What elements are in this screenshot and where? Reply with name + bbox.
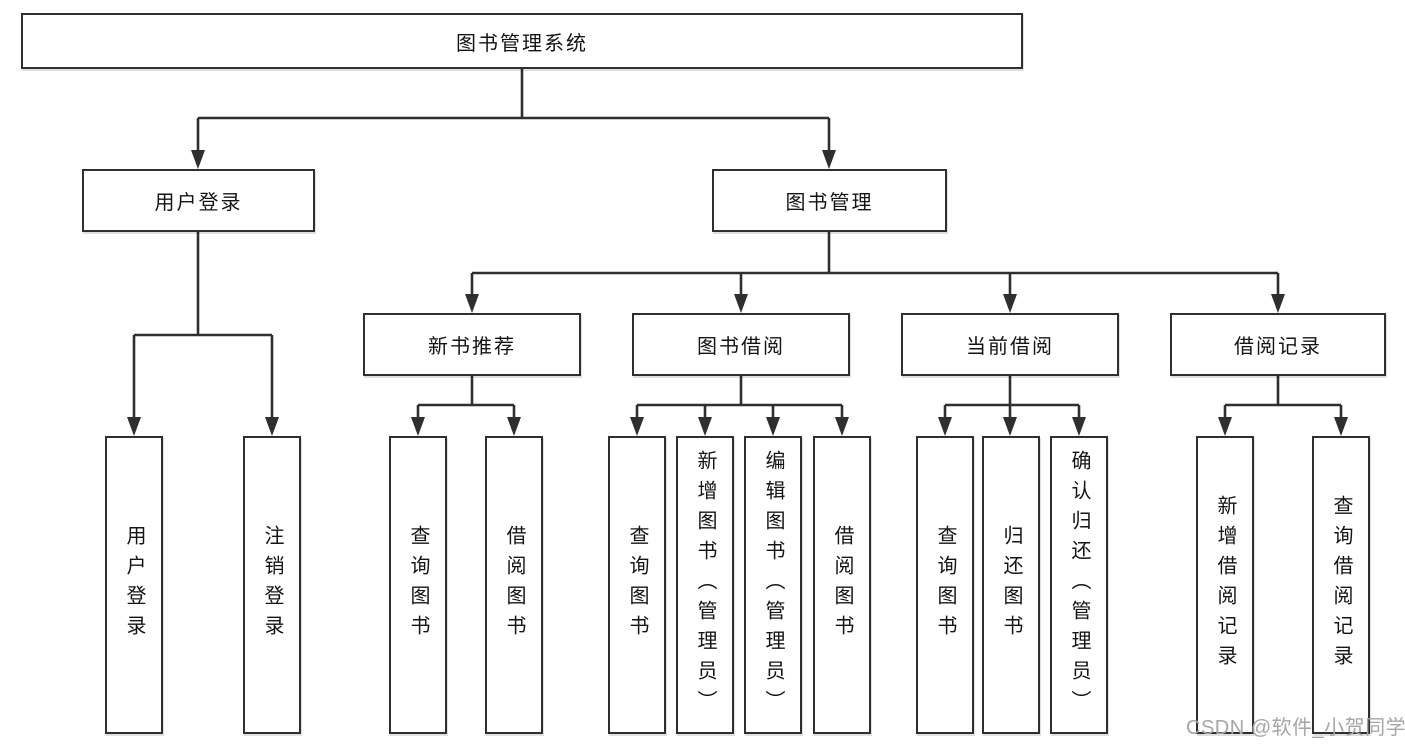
leaf-borrow-books-recommend-label: 借阅图书: [503, 525, 525, 645]
node-borrow-records-label: 借阅记录: [1234, 336, 1322, 358]
leaf-query-books-borrowing: 查询图书: [608, 436, 666, 734]
leaf-add-borrow-record: 新增借阅记录: [1196, 436, 1254, 734]
node-book-borrowing: 图书借阅: [632, 313, 850, 376]
leaf-query-books-borrowing-label: 查询图书: [626, 525, 648, 645]
leaf-query-books-current-label: 查询图书: [934, 525, 956, 645]
node-book-management: 图书管理: [712, 169, 947, 232]
leaf-edit-books-admin: 编辑图书（管理员）: [744, 436, 802, 734]
leaf-query-books-recommend-label: 查询图书: [407, 525, 429, 645]
node-current-borrowing: 当前借阅: [901, 313, 1119, 376]
leaf-confirm-return-admin: 确认归还（管理员）: [1050, 436, 1108, 734]
leaf-user-login-label: 用户登录: [123, 525, 145, 645]
leaf-borrow-books-recommend: 借阅图书: [485, 436, 543, 734]
node-borrow-records: 借阅记录: [1170, 313, 1386, 376]
leaf-query-borrow-record: 查询借阅记录: [1312, 436, 1370, 734]
node-root-system: 图书管理系统: [21, 13, 1023, 69]
leaf-query-books-current: 查询图书: [916, 436, 974, 734]
leaf-return-books-label: 归还图书: [1000, 525, 1022, 645]
leaf-query-borrow-record-label: 查询借阅记录: [1330, 495, 1352, 675]
leaf-edit-books-admin-label: 编辑图书（管理员）: [762, 450, 784, 720]
node-book-borrowing-label: 图书借阅: [697, 336, 785, 358]
node-new-book-recommend: 新书推荐: [363, 313, 581, 376]
leaf-query-books-recommend: 查询图书: [389, 436, 447, 734]
node-new-book-recommend-label: 新书推荐: [428, 336, 516, 358]
node-current-borrowing-label: 当前借阅: [966, 336, 1054, 358]
leaf-logout-label: 注销登录: [261, 525, 283, 645]
leaf-add-borrow-record-label: 新增借阅记录: [1214, 495, 1236, 675]
csdn-watermark: CSDN @软件_小贺同学: [1186, 717, 1405, 739]
leaf-add-books-admin-label: 新增图书（管理员）: [694, 450, 716, 720]
arrowheads: [127, 150, 1348, 436]
leaf-borrow-books: 借阅图书: [813, 436, 871, 734]
node-root-label: 图书管理系统: [456, 32, 588, 55]
leaf-user-login: 用户登录: [105, 436, 163, 734]
node-user-login: 用户登录: [82, 169, 315, 232]
leaf-logout: 注销登录: [243, 436, 301, 734]
leaf-return-books: 归还图书: [982, 436, 1040, 734]
node-user-login-label: 用户登录: [154, 192, 243, 214]
leaf-borrow-books-label: 借阅图书: [831, 525, 853, 645]
node-book-management-label: 图书管理: [785, 192, 874, 214]
leaf-confirm-return-admin-label: 确认归还（管理员）: [1068, 450, 1090, 720]
leaf-add-books-admin: 新增图书（管理员）: [676, 436, 734, 734]
